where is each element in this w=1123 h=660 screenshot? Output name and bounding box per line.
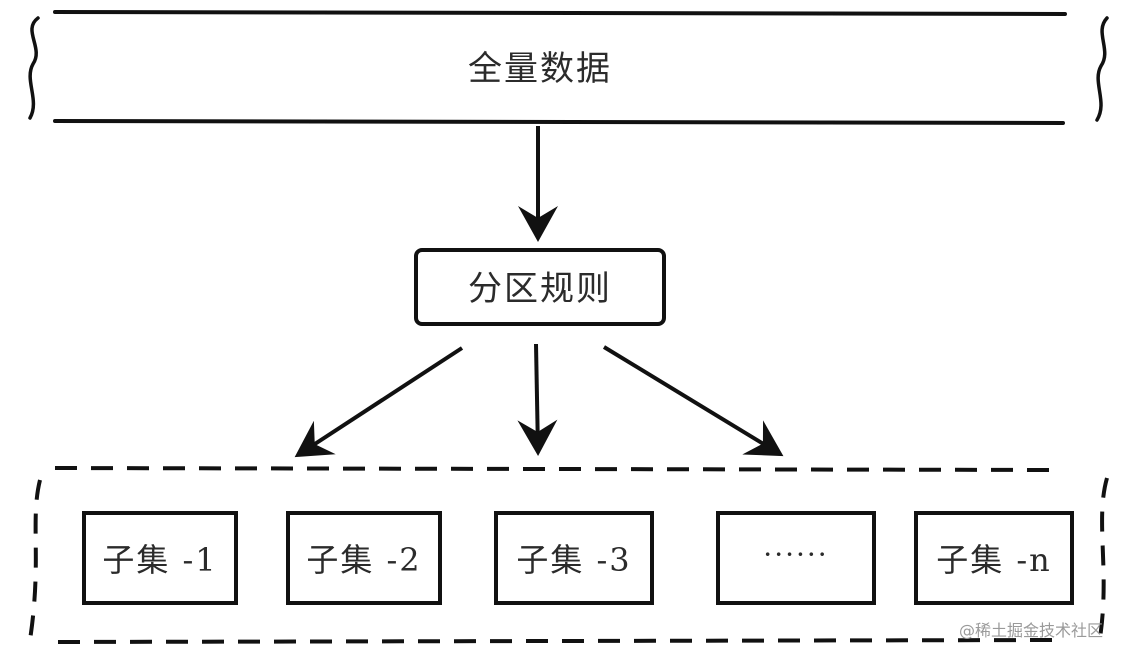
subset-frame: [716, 511, 876, 605]
subset-label: ······: [763, 538, 828, 571]
watermark-text: @稀土掘金技术社区: [959, 621, 1103, 640]
arrow-rule-to-right: [602, 345, 784, 457]
subset-frame: [494, 511, 654, 605]
subset-container-bottom-dash: [57, 638, 1053, 644]
subset-box-2: 子集 -2: [286, 511, 442, 605]
subset-container-left-side: [28, 479, 42, 641]
subset-box-3: 子集 -3: [494, 511, 654, 605]
subset-container-top-dash: [54, 466, 1051, 472]
subset-frame: [914, 511, 1074, 605]
partition-rule-label: 分区规则: [468, 269, 612, 309]
subset-label: 子集 -2: [306, 541, 421, 579]
arrow-rule-to-left: [294, 346, 464, 458]
partition-rule-frame: [414, 248, 666, 326]
subset-frame: [82, 511, 238, 605]
partition-rule-box: 分区规则: [414, 248, 666, 326]
full-data-label: 全量数据: [468, 49, 612, 89]
subset-container: [28, 466, 1109, 644]
full-data-top-line: [53, 10, 1067, 16]
left-brace-wave: [28, 16, 40, 120]
subset-label: 子集 -3: [516, 541, 631, 579]
right-brace-wave: [1095, 16, 1109, 122]
subset-container-right-side: [1098, 477, 1109, 639]
subset-box-ellipsis: ······: [716, 511, 876, 605]
subset-label: 子集 -n: [936, 541, 1052, 579]
subset-box-1: 子集 -1: [82, 511, 238, 605]
subset-label: 子集 -1: [102, 541, 217, 579]
full-data-band: 全量数据: [28, 10, 1109, 125]
subset-frame: [286, 511, 442, 605]
arrow-rule-to-center: [517, 343, 558, 456]
full-data-bottom-line: [53, 119, 1065, 125]
subset-box-n: 子集 -n: [914, 511, 1074, 605]
